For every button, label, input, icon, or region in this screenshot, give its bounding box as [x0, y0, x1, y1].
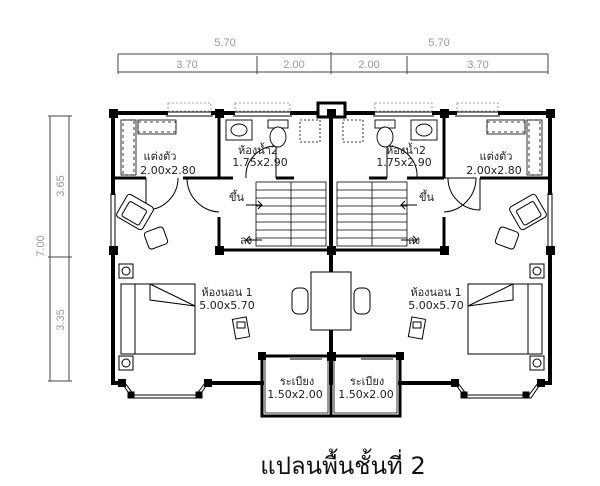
- bedroom-left-name: ห้องนอน 1: [201, 286, 252, 299]
- bathroom-right-size: 1.75x2.90: [376, 156, 432, 169]
- bedroom-right-size: 5.00x5.70: [408, 299, 464, 312]
- balcony-right-size: 1.50x2.00: [338, 388, 394, 401]
- top-segment-1: 3.70: [176, 59, 197, 71]
- stair-up-left: ขึ้น: [229, 189, 245, 204]
- balcony-left-size: 1.50x2.00: [267, 388, 323, 401]
- bathroom-fixtures: [225, 119, 438, 148]
- bathroom-left-size: 1.75x2.90: [232, 156, 288, 169]
- top-total-right: 5.70: [428, 37, 449, 49]
- stairs: [255, 181, 408, 247]
- stair-arrows: [245, 200, 418, 245]
- top-dimension-lines: [117, 52, 549, 74]
- armchairs: [116, 193, 547, 250]
- bay-window-corners: [118, 379, 545, 387]
- hall-furniture: [291, 271, 371, 331]
- shower-marks: [299, 119, 364, 143]
- stair-down-left: ลง: [240, 234, 252, 247]
- bedroom-right-name: ห้องนอน 1: [410, 286, 461, 299]
- dressing-room-right-name: แต่งตัว: [480, 150, 513, 163]
- plan-title: แปลนพื้นชั้นที่ 2: [260, 448, 425, 480]
- bathroom-left-name: ห้องน้ำ2: [238, 142, 278, 157]
- balcony-left-name: ระเบียง: [280, 375, 314, 388]
- top-segment-3: 2.00: [358, 59, 379, 71]
- desk-chairs: [231, 316, 427, 340]
- balcony-right-name: ระเบียง: [350, 375, 384, 388]
- stair-up-right: ขึ้น: [419, 189, 435, 204]
- dressing-room-left-size: 2.00x2.80: [140, 164, 196, 177]
- side-segment-2: 3.35: [55, 309, 67, 330]
- wardrobes: [120, 119, 543, 176]
- side-windows: [110, 193, 553, 248]
- dressing-room-right-size: 2.00x2.80: [466, 164, 522, 177]
- side-total: 7.00: [35, 235, 47, 256]
- nightstands: [118, 263, 545, 371]
- doors: [145, 145, 481, 360]
- bay-windows: [121, 382, 542, 399]
- stair-down-right: ลง: [408, 234, 420, 247]
- side-segment-1: 3.65: [55, 175, 67, 196]
- top-segment-2: 2.00: [283, 59, 304, 71]
- top-segment-4: 3.70: [467, 59, 488, 71]
- beds: [120, 283, 543, 355]
- bedroom-left-size: 5.00x5.70: [199, 299, 255, 312]
- top-windows: [166, 111, 500, 117]
- dressing-room-left-name: แต่งตัว: [144, 150, 177, 163]
- bathroom-right-name: ห้องน้ำ2: [386, 142, 426, 157]
- side-dimension-lines: [48, 115, 72, 382]
- balconies: [260, 356, 402, 418]
- top-total-left: 5.70: [214, 37, 235, 49]
- window-sashes: [167, 102, 499, 112]
